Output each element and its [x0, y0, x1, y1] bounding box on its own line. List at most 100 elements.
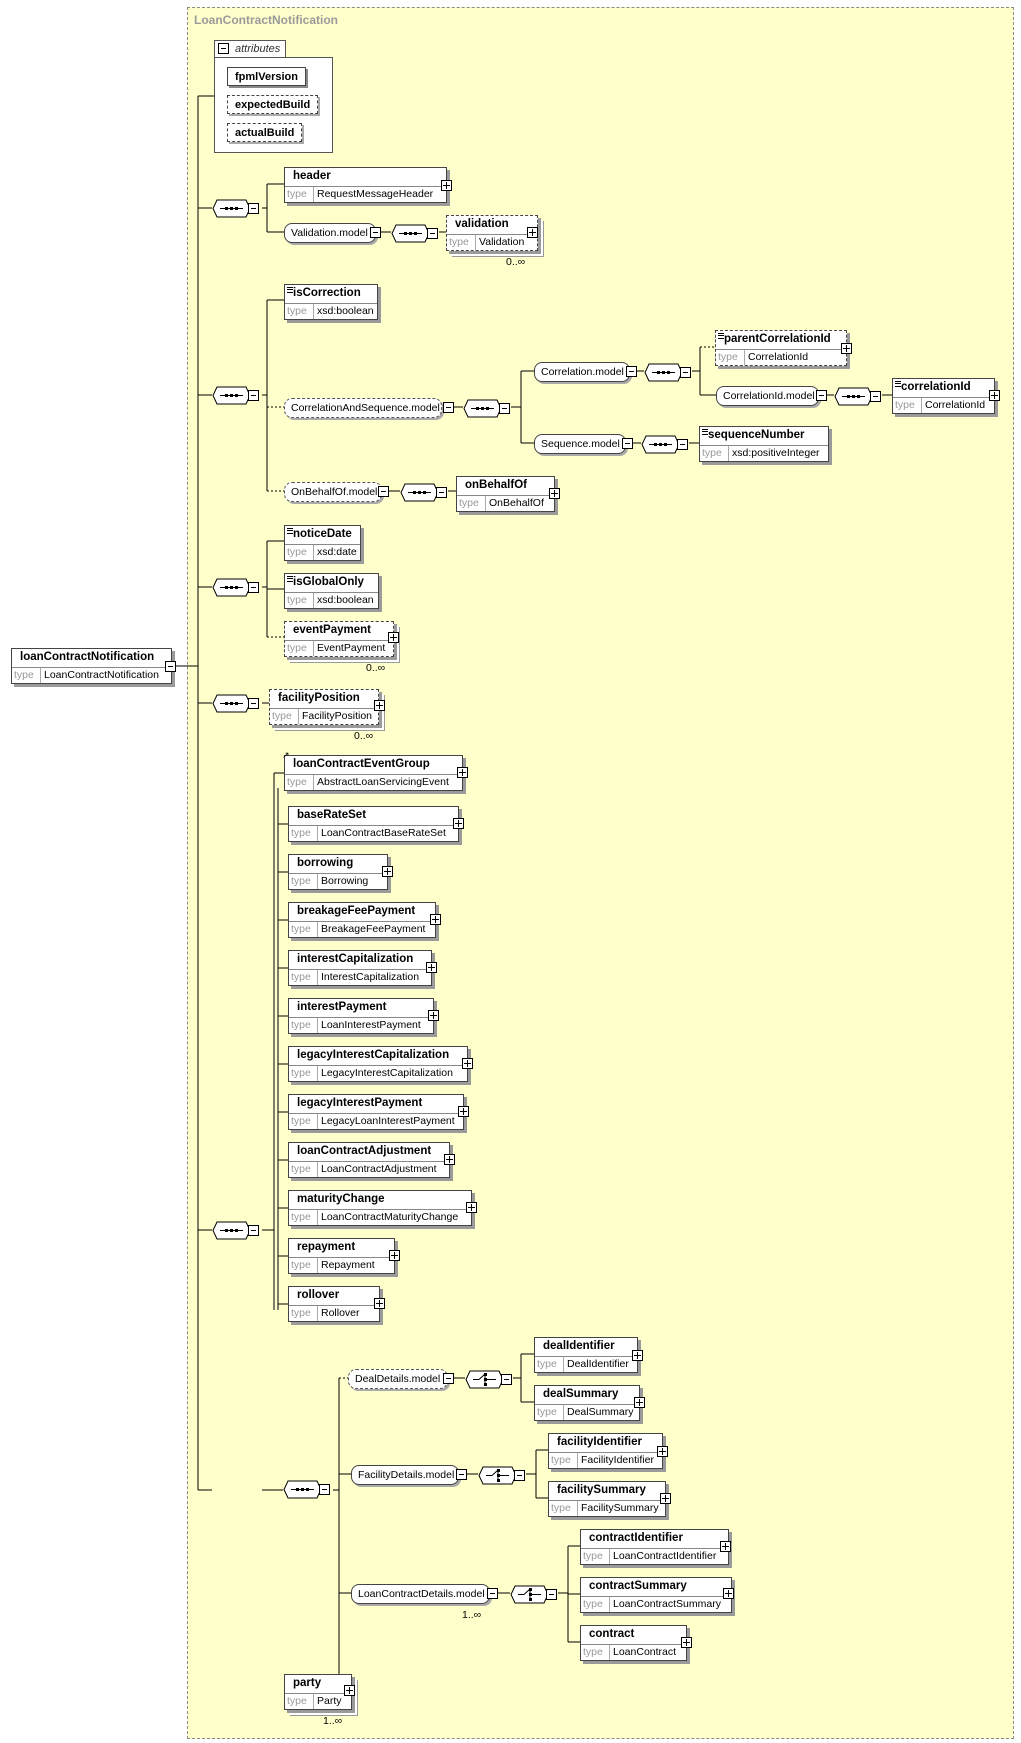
attribute-fpmlversion[interactable]: fpmlVersion	[227, 67, 306, 86]
collapse-compositor-icon[interactable]	[248, 390, 259, 401]
sequence-compositor-icon[interactable]	[212, 386, 251, 405]
expand-contractidentifier-icon[interactable]	[720, 1541, 731, 1552]
collapse-loancontractdetails-icon[interactable]	[487, 1588, 498, 1599]
choice-compositor-icon[interactable]	[478, 1466, 517, 1485]
collapse-root-icon[interactable]	[165, 661, 176, 672]
expand-facilityposition-icon[interactable]	[374, 700, 385, 711]
collapse-attributes-icon[interactable]	[218, 43, 229, 54]
sequence-compositor-icon[interactable]	[391, 224, 430, 243]
expand-loancontracteventgroup-icon[interactable]	[457, 767, 468, 778]
expand-repayment-icon[interactable]	[389, 1250, 400, 1261]
expand-party-icon[interactable]	[344, 1685, 355, 1696]
element-iscorrection[interactable]: isCorrection type xsd:boolean	[284, 284, 378, 320]
collapse-compositor-icon[interactable]	[546, 1589, 557, 1600]
expand-interestcapitalization-icon[interactable]	[426, 962, 437, 973]
element-loancontractadjustment[interactable]: loanContractAdjustment type LoanContract…	[288, 1142, 450, 1178]
element-facilityposition[interactable]: facilityPosition type FacilityPosition	[269, 689, 379, 725]
element-contractsummary[interactable]: contractSummary type LoanContractSummary	[580, 1577, 732, 1613]
element-correlationid[interactable]: correlationId type CorrelationId	[892, 378, 995, 414]
element-party[interactable]: party type Party	[284, 1674, 352, 1710]
sequence-compositor-icon[interactable]	[212, 578, 251, 597]
element-noticedate[interactable]: noticeDate type xsd:date	[284, 525, 361, 561]
sequence-compositor-icon[interactable]	[212, 1221, 251, 1240]
expand-parentcorrelationid-icon[interactable]	[841, 343, 852, 354]
expand-contract-icon[interactable]	[681, 1637, 692, 1648]
element-repayment[interactable]: repayment type Repayment	[288, 1238, 395, 1274]
sequence-compositor-icon[interactable]	[283, 1480, 322, 1499]
expand-legacyinterestcapitalization-icon[interactable]	[462, 1058, 473, 1069]
collapse-compositor-icon[interactable]	[427, 228, 438, 239]
expand-validation-icon[interactable]	[527, 227, 538, 238]
group-onbehalfof-model[interactable]: OnBehalfOf.model	[284, 482, 382, 502]
element-parentcorrelationid[interactable]: parentCorrelationId type CorrelationId	[715, 330, 847, 366]
element-contract[interactable]: contract type LoanContract	[580, 1625, 687, 1661]
collapse-facilitydetails-icon[interactable]	[456, 1469, 467, 1480]
collapse-compositor-icon[interactable]	[436, 487, 447, 498]
element-dealidentifier[interactable]: dealIdentifier type DealIdentifier	[534, 1337, 638, 1373]
element-baserateset[interactable]: baseRateSet type LoanContractBaseRateSet	[288, 806, 459, 842]
element-legacyinterestcapitalization[interactable]: legacyInterestCapitalization type Legacy…	[288, 1046, 468, 1082]
expand-facilityidentifier-icon[interactable]	[657, 1446, 668, 1457]
collapse-correlation-model-icon[interactable]	[626, 366, 637, 377]
collapse-compositor-icon[interactable]	[248, 203, 259, 214]
root-element[interactable]: loanContractNotification type LoanContra…	[11, 648, 172, 684]
collapse-compositor-icon[interactable]	[248, 582, 259, 593]
collapse-compositor-icon[interactable]	[514, 1470, 525, 1481]
element-maturitychange[interactable]: maturityChange type LoanContractMaturity…	[288, 1190, 472, 1226]
expand-baserateset-icon[interactable]	[453, 818, 464, 829]
sequence-compositor-icon[interactable]	[834, 387, 873, 406]
group-validation-model[interactable]: Validation.model	[284, 223, 376, 243]
expand-dealsummary-icon[interactable]	[634, 1397, 645, 1408]
collapse-validation-model-icon[interactable]	[370, 227, 381, 238]
element-eventpayment[interactable]: eventPayment type EventPayment	[284, 621, 394, 657]
collapse-compositor-icon[interactable]	[248, 698, 259, 709]
group-sequence-model[interactable]: Sequence.model	[534, 434, 626, 454]
element-rollover[interactable]: rollover type Rollover	[288, 1286, 380, 1322]
sequence-compositor-icon[interactable]	[641, 435, 680, 454]
sequence-compositor-icon[interactable]	[400, 483, 439, 502]
attribute-actualbuild[interactable]: actualBuild	[227, 123, 303, 142]
collapse-compositor-icon[interactable]	[248, 1225, 259, 1236]
collapse-compositor-icon[interactable]	[501, 1374, 512, 1385]
group-loancontractdetails-model[interactable]: LoanContractDetails.model	[351, 1584, 490, 1604]
attribute-expectedbuild[interactable]: expectedBuild	[227, 95, 319, 114]
collapse-compositor-icon[interactable]	[677, 439, 688, 450]
expand-interestpayment-icon[interactable]	[428, 1010, 439, 1021]
element-legacyinterestpayment[interactable]: legacyInterestPayment type LegacyLoanInt…	[288, 1094, 464, 1130]
expand-onbehalfof-icon[interactable]	[549, 488, 560, 499]
element-onbehalfof[interactable]: onBehalfOf type OnBehalfOf	[456, 476, 555, 512]
expand-eventpayment-icon[interactable]	[388, 632, 399, 643]
expand-dealidentifier-icon[interactable]	[632, 1350, 643, 1361]
group-facilitydetails-model[interactable]: FacilityDetails.model	[351, 1465, 459, 1485]
collapse-compositor-icon[interactable]	[499, 403, 510, 414]
expand-correlationid-icon[interactable]	[989, 390, 1000, 401]
expand-borrowing-icon[interactable]	[382, 866, 393, 877]
element-contractidentifier[interactable]: contractIdentifier type LoanContractIden…	[580, 1529, 729, 1565]
sequence-compositor-icon[interactable]	[212, 199, 251, 218]
element-facilityidentifier[interactable]: facilityIdentifier type FacilityIdentifi…	[548, 1433, 663, 1469]
expand-breakagefeepayment-icon[interactable]	[430, 914, 441, 925]
element-interestpayment[interactable]: interestPayment type LoanInterestPayment	[288, 998, 434, 1034]
collapse-dealdetails-icon[interactable]	[443, 1373, 454, 1384]
expand-header-icon[interactable]	[441, 180, 452, 191]
element-loancontracteventgroup[interactable]: ↗ loanContractEventGroup type AbstractLo…	[282, 751, 463, 791]
collapse-correlation-and-sequence-icon[interactable]	[443, 402, 454, 413]
collapse-compositor-icon[interactable]	[319, 1484, 330, 1495]
expand-contractsummary-icon[interactable]	[723, 1588, 734, 1599]
element-breakagefeepayment[interactable]: breakageFeePayment type BreakageFeePayme…	[288, 902, 436, 938]
group-correlation-and-sequence-model[interactable]: CorrelationAndSequence.model	[284, 398, 442, 418]
expand-facilitysummary-icon[interactable]	[660, 1493, 671, 1504]
choice-compositor-icon[interactable]	[465, 1370, 504, 1389]
group-correlation-model[interactable]: Correlation.model	[534, 362, 630, 382]
element-facilitysummary[interactable]: facilitySummary type FacilitySummary	[548, 1481, 666, 1517]
element-dealsummary[interactable]: dealSummary type DealSummary	[534, 1385, 640, 1421]
sequence-compositor-icon[interactable]	[212, 694, 251, 713]
element-header[interactable]: header type RequestMessageHeader	[284, 167, 447, 203]
collapse-compositor-icon[interactable]	[870, 391, 881, 402]
expand-maturitychange-icon[interactable]	[466, 1202, 477, 1213]
expand-rollover-icon[interactable]	[374, 1298, 385, 1309]
element-interestcapitalization[interactable]: interestCapitalization type InterestCapi…	[288, 950, 432, 986]
element-sequencenumber[interactable]: sequenceNumber type xsd:positiveInteger	[699, 426, 829, 462]
choice-compositor-icon[interactable]	[510, 1585, 549, 1604]
element-validation[interactable]: validation type Validation	[446, 215, 538, 251]
